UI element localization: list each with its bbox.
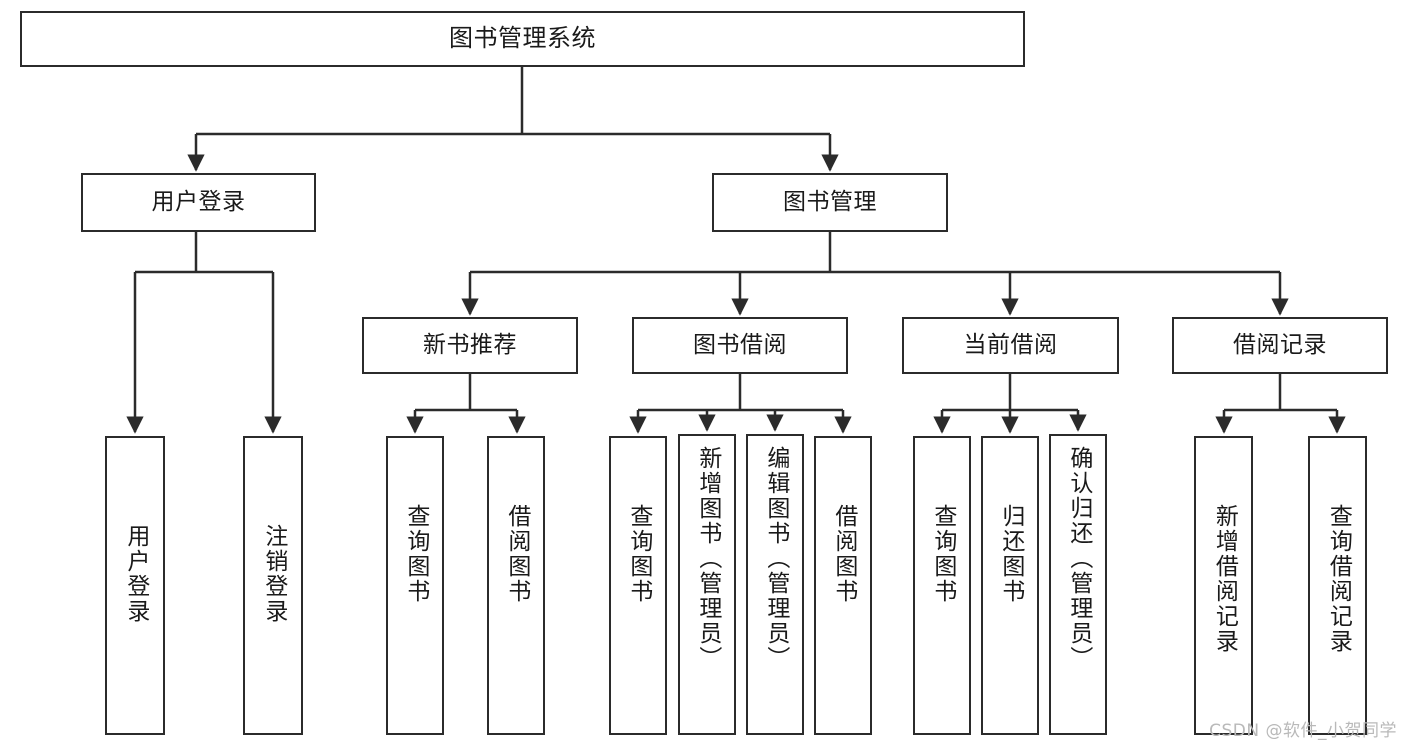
node-label: 归还图书 bbox=[997, 504, 1024, 604]
node-label: 编辑图书（管理员） bbox=[762, 446, 789, 671]
node-book-borrow[interactable]: 图书借阅 bbox=[632, 317, 848, 374]
node-label: 查询图书 bbox=[929, 504, 956, 604]
node-label: 借阅图书 bbox=[830, 504, 857, 604]
leaf-confirm-return-admin[interactable]: 确认归还（管理员） bbox=[1049, 434, 1107, 735]
node-label: 查询图书 bbox=[402, 504, 429, 604]
leaf-logout[interactable]: 注销登录 bbox=[243, 436, 303, 735]
node-label: 查询图书 bbox=[625, 504, 652, 604]
node-root-book-management-system[interactable]: 图书管理系统 bbox=[20, 11, 1025, 67]
leaf-add-borrow-record[interactable]: 新增借阅记录 bbox=[1194, 436, 1253, 735]
leaf-edit-book-admin[interactable]: 编辑图书（管理员） bbox=[746, 434, 804, 735]
node-label: 查询借阅记录 bbox=[1325, 504, 1352, 654]
node-label: 图书借阅 bbox=[693, 332, 787, 359]
node-label: 确认归还（管理员） bbox=[1065, 446, 1092, 671]
leaf-query-borrow-record[interactable]: 查询借阅记录 bbox=[1308, 436, 1367, 735]
node-borrow-record[interactable]: 借阅记录 bbox=[1172, 317, 1388, 374]
leaf-query-book-current[interactable]: 查询图书 bbox=[913, 436, 971, 735]
node-label: 新增图书（管理员） bbox=[694, 446, 721, 671]
leaf-query-book-recommend[interactable]: 查询图书 bbox=[386, 436, 444, 735]
node-new-book-recommend[interactable]: 新书推荐 bbox=[362, 317, 578, 374]
node-label: 当前借阅 bbox=[963, 332, 1058, 359]
leaf-add-book-admin[interactable]: 新增图书（管理员） bbox=[678, 434, 736, 735]
leaf-borrow-book-borrow[interactable]: 借阅图书 bbox=[814, 436, 872, 735]
node-label: 图书管理系统 bbox=[449, 24, 596, 53]
node-label: 用户登录 bbox=[151, 189, 246, 216]
node-label: 借阅记录 bbox=[1233, 332, 1327, 359]
node-user-login[interactable]: 用户登录 bbox=[81, 173, 316, 232]
leaf-user-login[interactable]: 用户登录 bbox=[105, 436, 165, 735]
leaf-return-book[interactable]: 归还图书 bbox=[981, 436, 1039, 735]
leaf-query-book-borrow[interactable]: 查询图书 bbox=[609, 436, 667, 735]
node-label: 图书管理 bbox=[783, 189, 877, 216]
watermark: CSDN @软件_小贺同学 bbox=[1209, 721, 1397, 741]
node-label: 借阅图书 bbox=[503, 504, 530, 604]
leaf-borrow-book-recommend[interactable]: 借阅图书 bbox=[487, 436, 545, 735]
node-label: 注销登录 bbox=[260, 524, 287, 624]
node-book-management[interactable]: 图书管理 bbox=[712, 173, 948, 232]
node-label: 新增借阅记录 bbox=[1211, 504, 1238, 654]
node-label: 新书推荐 bbox=[423, 332, 517, 359]
node-current-borrow[interactable]: 当前借阅 bbox=[902, 317, 1119, 374]
node-label: 用户登录 bbox=[122, 524, 149, 624]
